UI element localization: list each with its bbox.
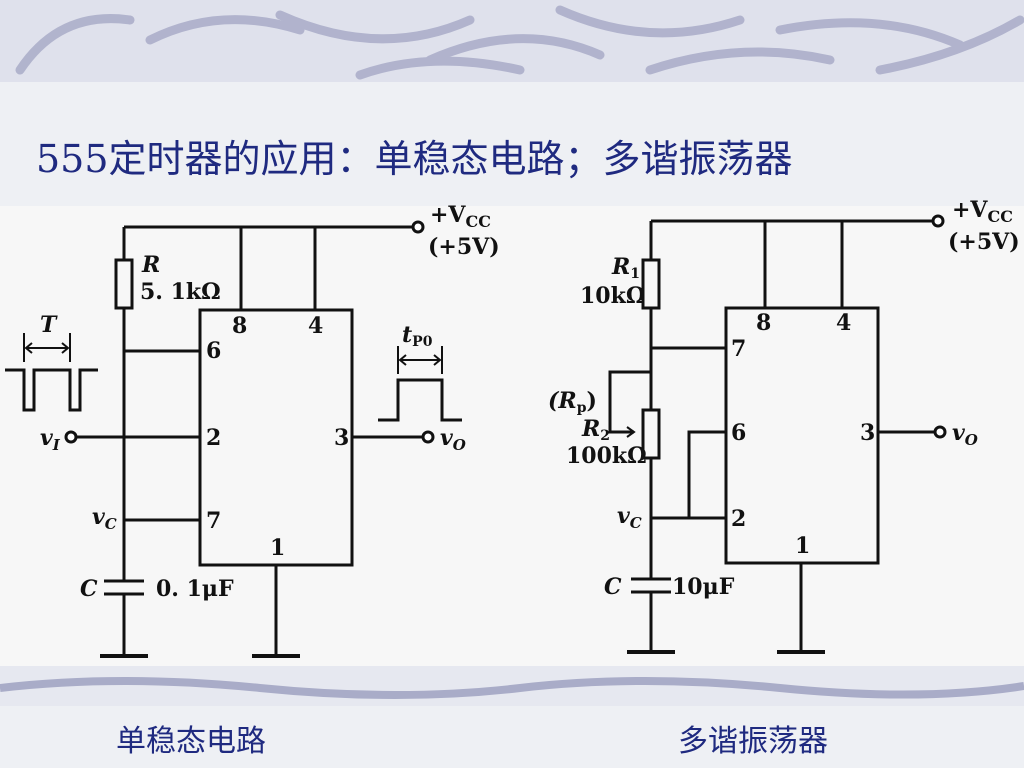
tpo-label: tP0 bbox=[402, 322, 433, 350]
top-decorative-band bbox=[0, 0, 1024, 82]
r2-value-label: 100kΩ bbox=[566, 443, 647, 469]
caption-monostable: 单稳态电路 bbox=[116, 724, 266, 759]
vo-terminal bbox=[421, 430, 435, 444]
r1-label: R1 bbox=[611, 254, 640, 282]
r-label: R bbox=[141, 252, 160, 278]
swirl-decoration bbox=[15, 5, 1024, 80]
c-label-astable: C bbox=[604, 574, 622, 600]
slide-title: 555定时器的应用：单稳态电路；多谐振荡器 bbox=[36, 137, 793, 181]
c-label: C bbox=[80, 576, 98, 602]
pin-4-label-astable: 4 bbox=[836, 310, 851, 336]
vcc-label-astable: +VCC bbox=[952, 197, 1013, 226]
bottom-decorative-band bbox=[0, 666, 1024, 706]
pin-4-label: 4 bbox=[308, 313, 323, 339]
vo-terminal-astable bbox=[933, 425, 947, 439]
pin-6-label-astable: 6 bbox=[731, 420, 746, 446]
period-label: T bbox=[40, 312, 58, 338]
c-value-label-astable: 10μF bbox=[672, 574, 735, 600]
vi-terminal bbox=[64, 430, 78, 444]
vc-label: vC bbox=[92, 504, 117, 533]
pin-3-label-astable: 3 bbox=[860, 420, 875, 446]
monostable-circuit bbox=[5, 220, 462, 658]
vcc-terminal bbox=[411, 220, 425, 234]
pin-2-label: 2 bbox=[206, 425, 221, 451]
vcc-terminal-astable bbox=[931, 214, 945, 228]
chip-555-monostable bbox=[198, 308, 354, 567]
pin-6-label: 6 bbox=[206, 338, 221, 364]
vcc-voltage-label: (+5V) bbox=[428, 234, 500, 260]
rp-label: (Rp) bbox=[548, 388, 597, 416]
pin-1-label-astable: 1 bbox=[795, 533, 810, 559]
pin-7-label-astable: 7 bbox=[731, 336, 746, 362]
resistor-r bbox=[114, 258, 134, 310]
vcc-label: +VCC bbox=[430, 202, 491, 231]
pin-1-label: 1 bbox=[270, 535, 285, 561]
r2-label: R2 bbox=[581, 416, 610, 444]
pin-3-label: 3 bbox=[334, 425, 349, 451]
vc-label-astable: vC bbox=[617, 503, 642, 532]
pin-7-label: 7 bbox=[206, 508, 221, 534]
r1-value-label: 10kΩ bbox=[580, 283, 645, 309]
output-waveform bbox=[378, 378, 462, 422]
vcc-voltage-label-astable: (+5V) bbox=[948, 229, 1020, 255]
input-waveform bbox=[5, 368, 98, 412]
vi-label: vI bbox=[40, 425, 61, 454]
vo-label: vO bbox=[440, 425, 466, 454]
chip-555-astable bbox=[724, 306, 880, 565]
wave-decoration bbox=[0, 677, 1024, 699]
r-value-label: 5. 1kΩ bbox=[140, 279, 221, 305]
vo-label-astable: vO bbox=[952, 420, 978, 449]
pin-2-label-astable: 2 bbox=[731, 506, 746, 532]
pin-8-label-astable: 8 bbox=[756, 310, 771, 336]
c-value-label: 0. 1μF bbox=[156, 576, 234, 602]
pin-8-label: 8 bbox=[232, 313, 247, 339]
astable-circuit bbox=[608, 214, 947, 654]
caption-astable: 多谐振荡器 bbox=[678, 724, 828, 759]
